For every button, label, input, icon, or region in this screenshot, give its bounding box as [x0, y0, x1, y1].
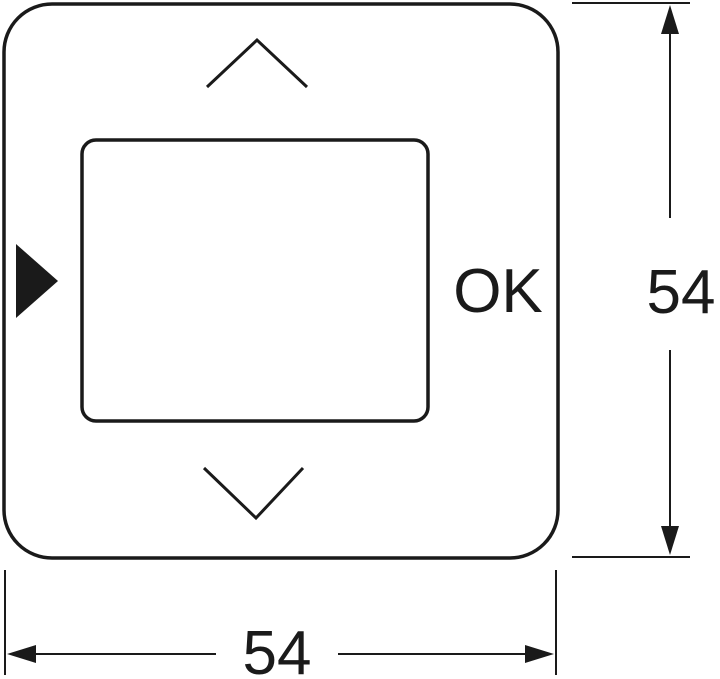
- arrowhead-left-icon: [7, 645, 36, 663]
- play-triangle-icon[interactable]: [16, 244, 58, 318]
- chevron-up-icon[interactable]: [205, 37, 309, 89]
- outer-panel-frame: [2, 2, 560, 560]
- display-window: [80, 138, 430, 423]
- height-dimension-label: 54: [647, 258, 716, 327]
- arrowhead-down-icon: [661, 526, 679, 555]
- ok-label[interactable]: OK: [453, 257, 543, 326]
- arrowhead-right-icon: [525, 645, 554, 663]
- chevron-down-icon[interactable]: [202, 466, 305, 521]
- width-dimension-label: 54: [243, 619, 312, 679]
- arrowhead-up-icon: [661, 5, 679, 34]
